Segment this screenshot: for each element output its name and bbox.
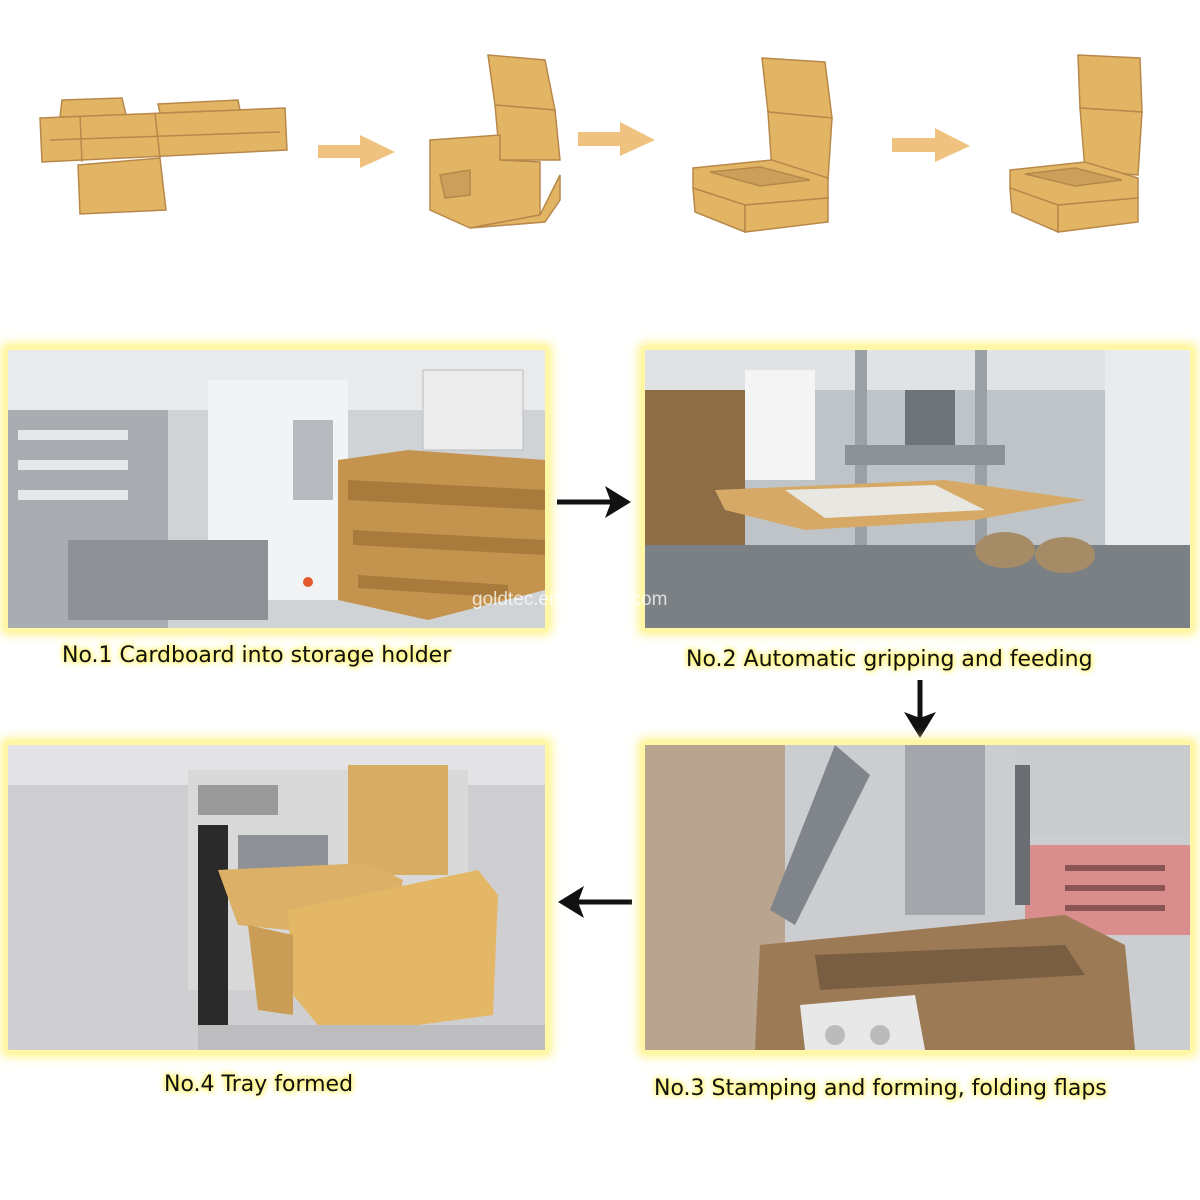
step-4-photo <box>8 745 545 1050</box>
sequence-arrow-2 <box>578 122 655 156</box>
flat-cardboard-blank <box>39 97 288 215</box>
step-1-photo <box>8 350 545 628</box>
sequence-arrow-3 <box>892 128 970 162</box>
step-1-caption: No.1 Cardboard into storage holder <box>62 643 452 668</box>
arrow-left-icon <box>558 886 632 918</box>
arrow-down-icon <box>904 680 936 738</box>
box-open-lid <box>692 57 833 234</box>
box-folding-sequence <box>39 54 1143 234</box>
step-3-caption: No.3 Stamping and forming, folding flaps <box>654 1076 1107 1101</box>
partially-folded-box <box>429 54 561 229</box>
arrow-right-icon <box>557 486 631 518</box>
step-4-caption: No.4 Tray formed <box>164 1072 354 1097</box>
step-2-photo <box>645 350 1190 628</box>
watermark: goldtec.en.alibaba.com <box>472 589 668 610</box>
sequence-arrow-1 <box>318 135 395 168</box>
step-2-caption: No.2 Automatic gripping and feeding <box>686 647 1093 672</box>
step-3-photo <box>645 745 1190 1050</box>
box-nearly-finished <box>1009 54 1143 234</box>
